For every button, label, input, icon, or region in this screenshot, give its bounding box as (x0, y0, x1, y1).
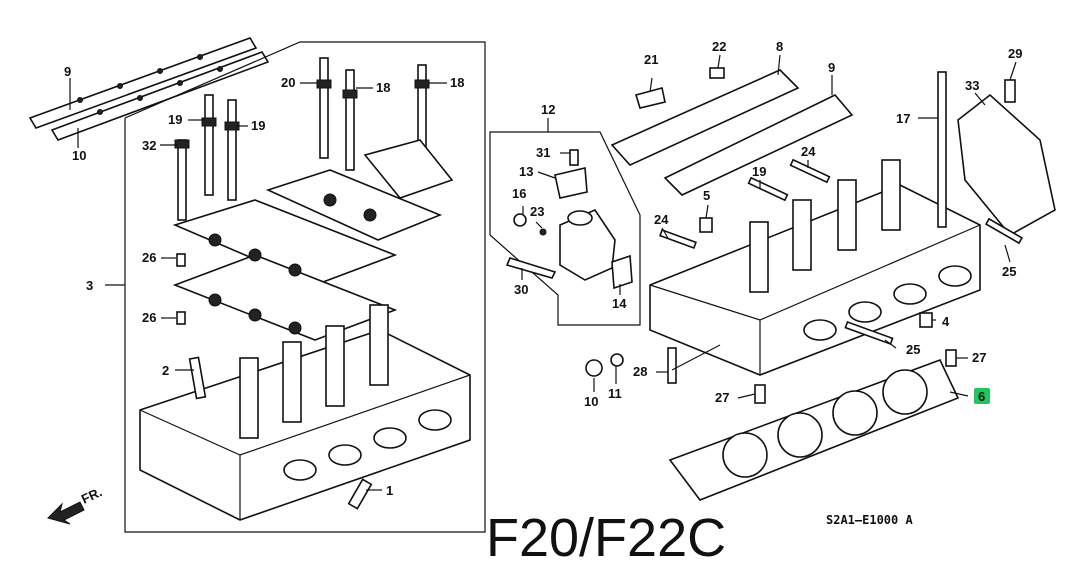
callout-4: 4 (942, 314, 950, 329)
svg-text:FR.: FR. (79, 484, 104, 506)
bracket-33 (957, 93, 1056, 237)
small-parts (585, 158, 1024, 404)
callout-32: 28 (633, 364, 647, 379)
engine-label: F20/F22C (486, 508, 726, 562)
callout-23: 23 (530, 204, 544, 219)
callout-24b: 24 (654, 212, 669, 227)
callout-20: 21 (644, 52, 658, 67)
callout-33: 33 (965, 78, 979, 93)
callout-16: 16 (512, 186, 526, 201)
leader-lines (69, 54, 1017, 491)
callout-25b: 25 (906, 342, 920, 357)
callout-8: 9 (828, 60, 835, 75)
callout-10: 10 (584, 394, 598, 409)
camshaft-holders (172, 139, 454, 341)
callout-7: 8 (776, 39, 783, 54)
rocker-shafts (28, 37, 270, 141)
callout-26b: 26 (142, 310, 156, 325)
callout-18b: 18 (450, 75, 464, 90)
callout-31: 32 (142, 138, 156, 153)
head-bolts (174, 57, 430, 221)
callout-11: 11 (608, 386, 622, 401)
callout-18a: 18 (376, 80, 390, 95)
callout-19a: 19 (168, 112, 182, 127)
vtc-solenoid (505, 149, 633, 290)
cylinder-head-right (649, 71, 981, 376)
callout-9a: 9 (64, 64, 71, 79)
callout-13: 13 (519, 164, 533, 179)
assembly-frame-12 (489, 131, 641, 326)
callout-14: 14 (612, 296, 627, 311)
callout-1: 1 (386, 483, 393, 498)
callout-19b: 19 (251, 118, 265, 133)
callout-9b: 10 (72, 148, 86, 163)
callout-22: 22 (712, 39, 726, 54)
callout-6: 6 (978, 389, 985, 404)
callout-29: 31 (536, 145, 550, 160)
diagram-code: S2A1—E1000 A (826, 513, 913, 527)
head-cover-gaskets (610, 67, 854, 196)
callout-5: 5 (703, 188, 710, 203)
callout-19c: 20 (281, 75, 295, 90)
assembly-frame-3 (124, 41, 486, 533)
callout-27a: 27 (972, 350, 986, 365)
callout-26a: 26 (142, 250, 156, 265)
callout-24a: 24 (801, 144, 816, 159)
callout-28: 29 (1008, 46, 1022, 61)
callout-25a: 25 (1002, 264, 1016, 279)
highlight-part-6[interactable]: 6 (974, 388, 990, 404)
callout-21: 19 (752, 164, 766, 179)
front-arrow: FR. (47, 484, 104, 525)
callout-27b: 27 (715, 390, 729, 405)
callout-17: 17 (896, 111, 910, 126)
callout-12: 12 (541, 102, 555, 117)
cylinder-head-left (139, 304, 471, 521)
callout-30: 30 (514, 282, 528, 297)
callout-2: 2 (162, 363, 169, 378)
callout-3: 3 (86, 278, 93, 293)
head-gasket (668, 358, 960, 501)
callouts: 9 10 3 32 19 19 20 18 18 26 26 2 1 12 31… (64, 39, 1022, 498)
